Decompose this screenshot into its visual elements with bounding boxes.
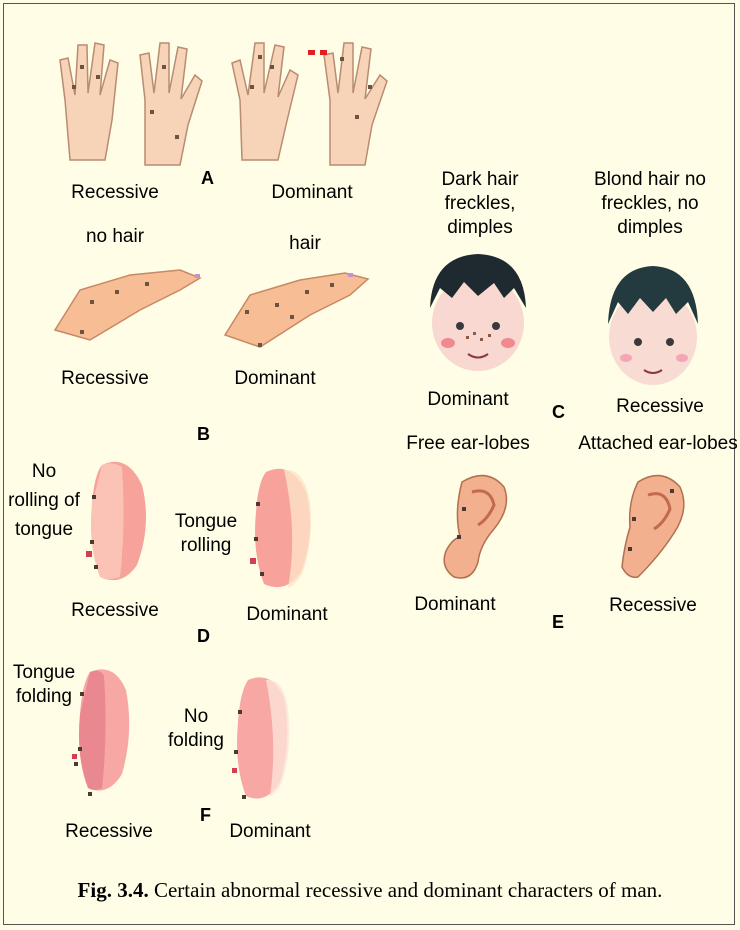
tongue-no-rolling-illustration (82, 455, 162, 590)
panel-f-letter: F (200, 805, 211, 826)
panel-d-tongue-rolling-title: Tongue rolling (166, 510, 246, 558)
panel-a-recessive-label: Recessive (60, 181, 170, 205)
panel-d-letter: D (197, 626, 210, 647)
panel-c-recessive-label: Recessive (605, 395, 715, 419)
panel-a-letter: A (201, 168, 214, 189)
panel-b-no-hair-title: no hair (70, 225, 160, 249)
panel-c-dark-hair-title: Dark hair freckles, dimples (430, 168, 530, 240)
panel-b-letter: B (197, 424, 210, 445)
panel-d-recessive-label: Recessive (60, 599, 170, 623)
panel-f-dominant-label: Dominant (215, 820, 325, 844)
hand-dominant-illustration (220, 25, 410, 175)
ear-free-lobe-illustration (432, 467, 522, 587)
panel-b-dominant-label: Dominant (220, 367, 330, 391)
panel-b-recessive-label: Recessive (50, 367, 160, 391)
face-blond-hair-illustration (598, 262, 708, 392)
face-dark-hair-illustration (418, 248, 538, 378)
panel-f-no-folding-title: No folding (160, 705, 232, 753)
panel-c-letter: C (552, 402, 565, 423)
panel-e-recessive-label: Recessive (598, 594, 708, 618)
panel-a-dominant-label: Dominant (257, 181, 367, 205)
figure-caption: Fig. 3.4. Certain abnormal recessive and… (0, 878, 740, 903)
tongue-rolling-illustration (246, 462, 326, 597)
figure-number: Fig. 3.4. (78, 878, 149, 902)
hand-recessive-illustration (50, 25, 220, 175)
panel-c-blond-hair-title: Blond hair no freckles, no dimples (585, 168, 715, 240)
panel-e-dominant-label: Dominant (400, 593, 510, 617)
panel-d-dominant-label: Dominant (232, 603, 342, 627)
panel-d-no-rolling-title: No rolling of tongue (4, 457, 84, 544)
panel-e-letter: E (552, 612, 564, 633)
panel-f-recessive-label: Recessive (54, 820, 164, 844)
panel-e-attached-ear-lobes-title: Attached ear-lobes (573, 432, 740, 456)
panel-b-hair-title: hair (260, 232, 350, 256)
panel-c-dominant-label: Dominant (413, 388, 523, 412)
arm-hair-illustration (220, 265, 380, 355)
ear-attached-lobe-illustration (610, 467, 700, 587)
tongue-no-folding-illustration (226, 670, 306, 810)
panel-e-free-ear-lobes-title: Free ear-lobes (393, 432, 543, 456)
tongue-folding-illustration (68, 662, 148, 802)
figure-caption-text: Certain abnormal recessive and dominant … (154, 878, 662, 902)
arm-no-hair-illustration (50, 260, 210, 350)
